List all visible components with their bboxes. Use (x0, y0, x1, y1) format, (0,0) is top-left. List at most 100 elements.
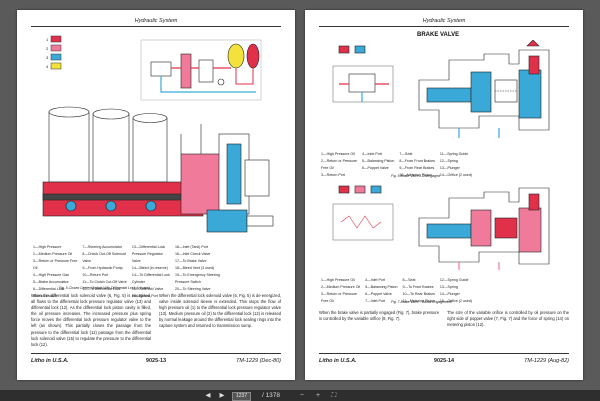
left-footer-rule (31, 353, 281, 354)
legend-cell: 8—From Front Brakes (399, 159, 435, 163)
legend-cell: Pressure Regulator (131, 252, 163, 256)
legend-row: 6—Differential Lock 12—To Differential Lo… (33, 287, 223, 292)
legend-cell: 5—Brake Accumulator (33, 280, 69, 284)
legend-cell: 4—Inlet Port (365, 278, 386, 282)
legend-cell: 11—Metering Piston (402, 299, 435, 303)
fig6-key-return (354, 45, 366, 54)
legend-cell: 12—Spring Guide (439, 278, 469, 282)
legend-cell: 3—Return or Pressure Free (33, 259, 78, 263)
fit-page-icon[interactable]: ⛶ (331, 392, 337, 399)
legend-row: 3—Return Port 10—Metering Piston 14—Orific… (321, 173, 475, 178)
legend-cell: 2—Return or Pressure (321, 159, 357, 163)
legend-cell: 11—To Clutch Cut-Off Valve (82, 280, 127, 284)
legend-row: 2—Return or Pressure 5—Balancing Piston 8—… (321, 159, 475, 164)
left-footer-litho: Litho in U.S.A. (31, 358, 69, 364)
legend-cell: 5—Balancing Piston (361, 159, 395, 163)
fig7-key-return (370, 185, 382, 194)
brake-valve-title: BRAKE VALVE (417, 32, 460, 38)
legend-cell: 7—Inlet Port (365, 299, 386, 303)
prev-page-button[interactable]: ◀ (205, 392, 211, 399)
legend-cell: 18—Bleed Vent (3 used) (174, 266, 215, 270)
legend-cell: 10—To Rear Brakes (402, 292, 435, 296)
page-number-input[interactable]: 1237 (232, 392, 252, 401)
legend-cell: 4—High Pressure Gas (33, 273, 69, 277)
legend-cell: 9—From Rear Brakes (399, 166, 435, 170)
key-return (50, 53, 62, 61)
left-text-col1: When the differential lock solenoid valv… (31, 293, 151, 347)
right-footer-litho: Litho in U.S.A. (319, 358, 357, 364)
legend-cell: 14—Orifice (2 used) (439, 173, 473, 177)
legend-cell: 1—High Pressure (33, 245, 62, 249)
legend-cell: 2—Medium Pressure Oil (33, 252, 73, 256)
zoom-in-button[interactable]: + (316, 392, 320, 399)
legend-cell: 13—Spring (439, 285, 458, 289)
legend-cell: 2—Medium Pressure Oil (321, 285, 361, 289)
viewer-toolbar: ◀ ▶ 1237 / 1378 − + ⛶ (0, 390, 600, 401)
right-footer-tm: TM-1229 (Aug-82) (524, 358, 569, 364)
legend-cell: Oil (33, 266, 38, 270)
legend-cell: Free Oil (321, 299, 334, 303)
fig6-caption: Fig. 6-Brake Valve - Disengaged (391, 174, 440, 178)
zoom-out-button[interactable]: − (300, 392, 304, 399)
legend-cell: 12—Spring (439, 159, 458, 163)
next-page-button[interactable]: ▶ (219, 392, 225, 399)
right-text-col1: When the brake valve is partially engage… (319, 310, 439, 322)
legend-row: Free Oil 7—Inlet Port 11—Metering Piston 15… (321, 299, 475, 304)
fig5-module-drawing (42, 106, 274, 233)
legend-cell: 15—Solenoid Valve (131, 287, 164, 291)
legend-cell: 12—To Differential Lock (82, 287, 121, 291)
legend-cell: 10—Metering Piston (399, 173, 432, 177)
legend-cell: 3—Return Port (321, 173, 345, 177)
legend-cell: 14—To Differential Lock (131, 273, 170, 277)
svg-text:2: 2 (46, 46, 49, 51)
legend-cell: 15—Orifice (2 used) (439, 299, 473, 303)
legend-cell: 11—Spring Guide (439, 152, 469, 156)
legend-cell: 16—Inlet Check Valve (174, 252, 211, 256)
svg-text:4: 4 (46, 64, 49, 69)
right-footer: Litho in U.S.A. 9025-14 TM-1229 (Aug-82) (319, 358, 569, 366)
legend-cell: 3—Return or Pressure (321, 292, 357, 296)
legend-cell: 13—Plunger (439, 166, 460, 170)
legend-cell: Pressure Switch (174, 280, 201, 284)
legend-cell: Free Oil (321, 166, 334, 170)
svg-text:1: 1 (46, 37, 49, 42)
right-footer-rule (319, 353, 569, 354)
legend-cell: 6—Poppet Valve (361, 166, 389, 170)
fig7-valve-body (418, 187, 550, 270)
legend-cell: 7—Steering Accumulator (82, 245, 123, 249)
legend-cell: 6—Poppet Valve (365, 292, 392, 296)
legend-cell: 9—To Front Brakes (402, 285, 434, 289)
legend-row: 3—Return or Pressure 6—Poppet Valve 10—To … (321, 292, 475, 297)
legend-cell: 9—From Hydraulic Pump (82, 266, 123, 270)
legend-cell: 8—Check Out-Off Solenoid (82, 252, 126, 256)
legend-cell: 4—Inlet Port (361, 152, 382, 156)
legend-cell: Cylinder (131, 280, 146, 284)
fig6-diagram (332, 40, 550, 138)
legend-cell: 14—Plunger (439, 292, 460, 296)
key-gas (50, 62, 62, 70)
left-page-header: Hydraulic System (134, 18, 178, 24)
left-text-col2: When the differential lock solenoid valv… (159, 293, 281, 329)
page-total: / 1378 (261, 392, 281, 399)
left-footer-tm: TM-1229 (Dec-80) (236, 358, 281, 364)
legend-cell: 1—High Pressure Oil (321, 278, 355, 282)
legend-cell: Valve (82, 259, 92, 263)
legend-cell: 16—Inlet (Tank) Port (174, 245, 208, 249)
fig6-key-high (338, 45, 350, 54)
fig6-valve-body (418, 40, 550, 138)
legend-cell: 6—Differential Lock (33, 287, 65, 291)
legend-cell: Valve (131, 259, 141, 263)
key-high-pressure (50, 35, 62, 43)
legend-row: Free Oil 6—Poppet Valve 9—From Rear Brakes… (321, 166, 475, 171)
fig7-key-high (338, 185, 350, 194)
fig5-caption: Fig. 5-Closed Center Module With Differe… (59, 286, 151, 290)
right-footer-pagenum: 9025-14 (433, 358, 455, 364)
